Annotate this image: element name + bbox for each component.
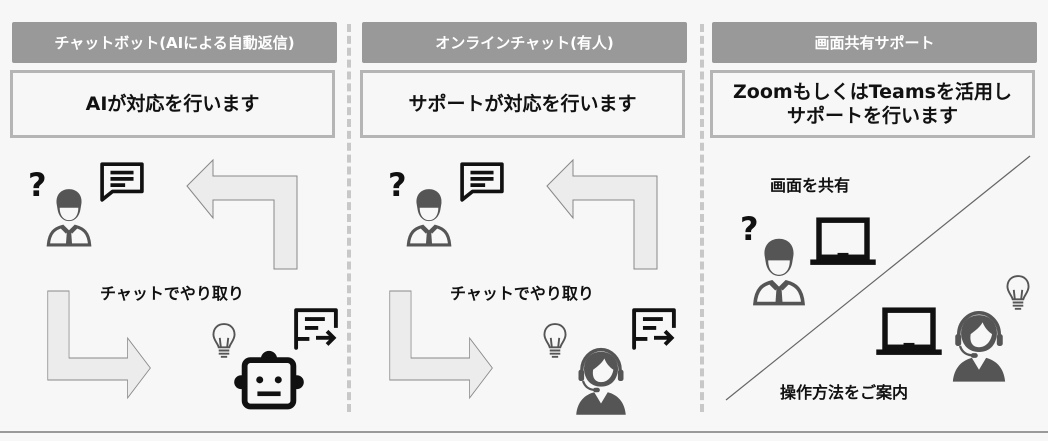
- column-separator: [700, 24, 704, 412]
- column-online-chat: オンラインチャット(有人) サポートが対応を行います チャットでやり取り ?: [350, 0, 690, 420]
- description-line-2: サポートを行います: [786, 105, 958, 127]
- description-box: サポートが対応を行います: [360, 70, 685, 138]
- robot-icon: [236, 352, 302, 410]
- column-separator: [347, 24, 351, 412]
- arrow-right-icon: [47, 290, 151, 400]
- description-box: ZoomもしくはTeamsを活用し サポートを行います: [710, 70, 1035, 138]
- diagonal-divider: [725, 155, 1031, 401]
- column-chatbot: チャットボット(AIによる自動返信) AIが対応を行います チャットでやり取り …: [0, 0, 340, 420]
- operator-icon: [951, 310, 1007, 384]
- chat-send-icon: [632, 308, 676, 350]
- column-header: 画面共有サポート: [712, 22, 1037, 63]
- user-icon: [753, 237, 805, 306]
- arrow-left-icon: [186, 158, 298, 270]
- column-screen-share: 画面共有サポート ZoomもしくはTeamsを活用し サポートを行います 画面を…: [700, 0, 1040, 420]
- flow-label: チャットでやり取り: [450, 284, 594, 303]
- top-label: 画面を共有: [770, 176, 851, 195]
- lightbulb-icon: [212, 323, 236, 358]
- lightbulb-icon: [1006, 275, 1030, 310]
- chat-send-icon: [294, 308, 338, 350]
- operator-icon: [574, 347, 628, 417]
- column-header: オンラインチャット(有人): [362, 22, 687, 63]
- flow-label: チャットでやり取り: [100, 284, 244, 303]
- chat-bubble-icon: [100, 162, 144, 202]
- chat-bubble-icon: [460, 162, 504, 202]
- arrow-right-icon: [389, 290, 493, 400]
- question-mark-icon: ?: [28, 166, 47, 204]
- description-line-1: ZoomもしくはTeamsを活用し: [733, 81, 1012, 103]
- lightbulb-icon: [543, 323, 567, 358]
- question-mark-icon: ?: [388, 166, 407, 204]
- laptop-icon: [876, 308, 942, 356]
- description-box: AIが対応を行います: [10, 70, 335, 138]
- bottom-label: 操作方法をご案内: [780, 383, 909, 402]
- column-header: チャットボット(AIによる自動返信): [12, 22, 337, 63]
- question-mark-icon: ?: [740, 210, 759, 248]
- laptop-icon: [810, 218, 876, 266]
- user-icon: [46, 187, 92, 247]
- arrow-left-icon: [546, 158, 658, 270]
- bottom-divider: [0, 431, 1048, 433]
- user-icon: [406, 187, 452, 247]
